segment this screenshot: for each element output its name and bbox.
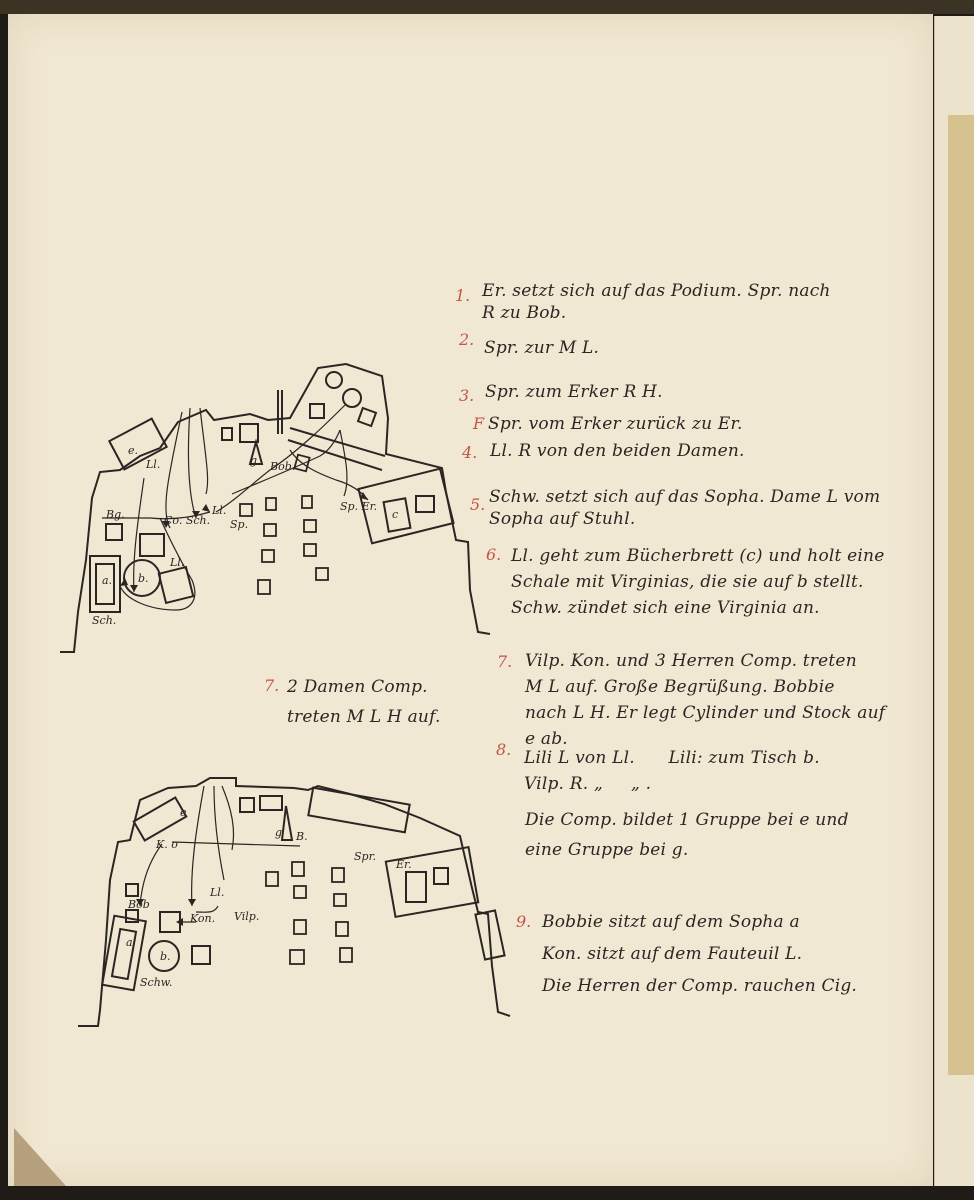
paper-page [8, 14, 933, 1186]
plan-label: a. [102, 574, 113, 587]
side-direction: 2 Damen Comp. treten M L H auf. [287, 677, 441, 727]
note-number: 7. [497, 652, 513, 671]
stage-direction: Vilp. Kon. und 3 Herren Comp. treten M L… [525, 651, 886, 749]
note-number: 9. [516, 912, 532, 931]
plan-label: B. [296, 830, 308, 843]
note-number: 7. [264, 676, 280, 695]
stage-direction: Schw. setzt sich auf das Sopha. Dame L v… [489, 487, 881, 529]
stage-direction: Spr. zum Erker R H. [485, 382, 663, 402]
note-number: 6. [486, 545, 502, 564]
plan-label: c [392, 508, 399, 521]
plan-label: e [180, 806, 187, 819]
stage-direction: Er. setzt sich auf das Podium. Spr. nach… [482, 281, 831, 323]
plan-label: Schw. [140, 976, 173, 989]
plan-label: Bob [128, 898, 150, 911]
plan-label: a [126, 936, 133, 949]
plan-label: Ll. [210, 886, 225, 899]
note-number: 5. [470, 495, 486, 514]
plan-label: Ll. [146, 458, 161, 471]
stage-direction: Ll. geht zum Bücherbrett (c) und holt ei… [511, 546, 885, 618]
plan-label: Spr. [354, 850, 377, 863]
stage-direction: Die Comp. bildet 1 Gruppe bei e und eine… [525, 810, 849, 860]
plan-label: Er. [396, 858, 412, 871]
plan-label: b. [160, 950, 171, 963]
plan-label: Sch. [92, 614, 117, 627]
plan-label: Bg. [106, 508, 125, 521]
stage-direction: Ll. R von den beiden Damen. [490, 441, 745, 461]
plan-label: K. o [156, 838, 178, 851]
plan-label: Kon. [190, 912, 216, 925]
stage-direction: Spr. vom Erker zurück zu Er. [488, 414, 743, 434]
plan-label: Sp. Er. [340, 500, 378, 513]
plan-label: Ll. [212, 504, 227, 517]
plan-label: Sp. [230, 518, 249, 531]
stage-direction: Bobbie sitzt auf dem Sopha a Kon. sitzt … [542, 912, 858, 996]
note-number: 8. [496, 740, 512, 759]
stage-direction: Spr. zur M L. [484, 338, 600, 358]
plan-label: g [250, 454, 258, 467]
plan-label: e. [128, 444, 139, 457]
note-number: 2. [459, 330, 475, 349]
note-number: 3. [459, 386, 475, 405]
plan-label: Co. Sch. [164, 514, 211, 527]
plan-label: Bob. [270, 460, 296, 473]
page-edge-strip [948, 115, 974, 1075]
plan-label: g [275, 826, 283, 839]
plan-label: Ll. [170, 556, 185, 569]
note-number: 4. [462, 443, 478, 462]
note-number: 1. [455, 286, 471, 305]
book-spine-edge [0, 0, 974, 14]
stage-direction: Lili L von Ll. Lili: zum Tisch b. Vilp. … [524, 748, 820, 794]
plan-label: Vilp. [234, 910, 260, 923]
note-number: F [473, 414, 485, 433]
plan-label: b. [138, 572, 149, 585]
